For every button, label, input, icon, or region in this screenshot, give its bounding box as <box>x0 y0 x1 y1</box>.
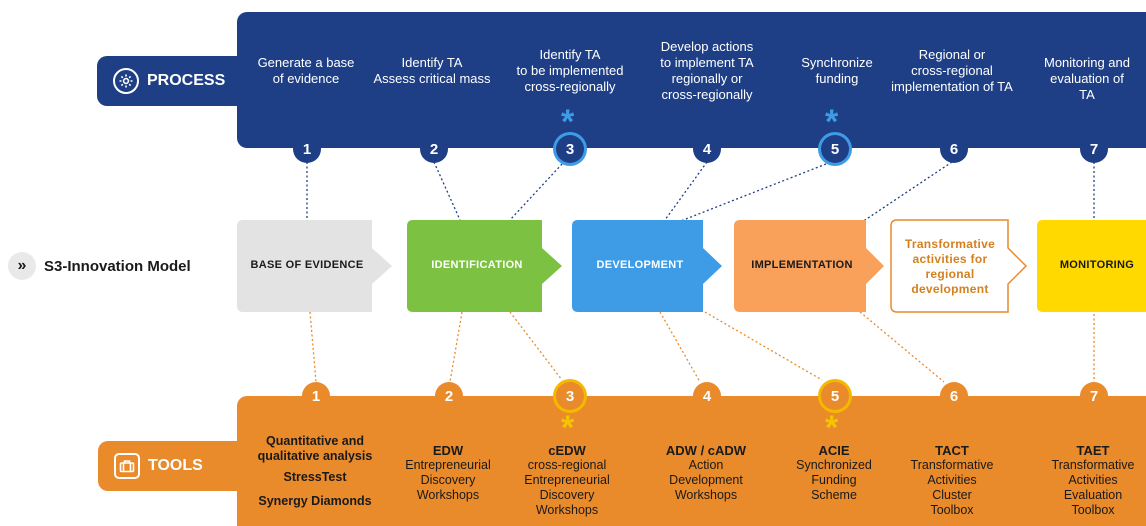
stage-identification: IDENTIFICATION <box>431 259 523 271</box>
process-step-number: 7 <box>1080 135 1108 163</box>
model-title: S3-Innovation Model <box>44 257 191 275</box>
process-band <box>237 12 1146 148</box>
model-label: » S3-Innovation Model <box>8 252 191 280</box>
stage-transformative-activities: Transformative activities for regional d… <box>904 237 996 296</box>
asterisk-icon-process-5: * <box>825 103 839 141</box>
tool-1-text: Quantitative and qualitative analysis St… <box>257 434 373 508</box>
tool-number: 1 <box>302 382 330 410</box>
tool-number: 7 <box>1080 382 1108 410</box>
stage-implementation-shape <box>734 220 884 312</box>
connector-tool-3 <box>509 311 563 381</box>
stage-development-shape <box>572 220 722 312</box>
process-step-number: 4 <box>693 135 721 163</box>
asterisk-icon-tool-5: * <box>825 409 839 447</box>
stage-transformative-shape <box>890 219 1028 313</box>
tool-number: 2 <box>435 382 463 410</box>
double-chevron-right-icon: » <box>8 252 36 280</box>
process-step-number: 5 <box>821 135 849 163</box>
connector-process-2 <box>433 161 461 221</box>
tool-number: 3 <box>556 382 584 410</box>
process-label: PROCESS <box>147 72 226 89</box>
stage-development: DEVELOPMENT <box>596 259 684 271</box>
connector-process-3 <box>509 163 563 221</box>
connector-tool-6 <box>859 311 945 383</box>
tool-number: 6 <box>940 382 968 410</box>
process-step-number: 2 <box>420 135 448 163</box>
connector-tool-2 <box>449 311 463 383</box>
connector-tool-5 <box>704 311 823 381</box>
connector-process-4 <box>664 161 708 221</box>
briefcase-icon <box>114 453 140 479</box>
connector-process-5 <box>667 163 827 227</box>
tool-number: 4 <box>693 382 721 410</box>
process-step-number: 6 <box>940 135 968 163</box>
stage-monitoring-shape <box>1037 220 1146 312</box>
stage-base-of-evidence-shape <box>237 220 392 312</box>
connector-process-6 <box>861 161 953 223</box>
connector-tool-1 <box>309 311 317 383</box>
stage-implementation: IMPLEMENTATION <box>751 259 853 271</box>
stage-identification-shape <box>407 220 562 312</box>
asterisk-icon-process-3: * <box>561 103 575 141</box>
process-step-number: 1 <box>293 135 321 163</box>
gear-icon <box>113 68 139 94</box>
process-tab: PROCESS <box>97 56 247 106</box>
tools-label: TOOLS <box>148 457 203 474</box>
asterisk-icon-tool-3: * <box>561 409 575 447</box>
tools-band <box>237 396 1146 526</box>
process-step-number: 3 <box>556 135 584 163</box>
tool-number: 5 <box>821 382 849 410</box>
stage-base-of-evidence: BASE OF EVIDENCE <box>250 259 364 271</box>
tools-tab: TOOLS <box>98 441 246 491</box>
stage-monitoring: MONITORING <box>1059 259 1135 271</box>
